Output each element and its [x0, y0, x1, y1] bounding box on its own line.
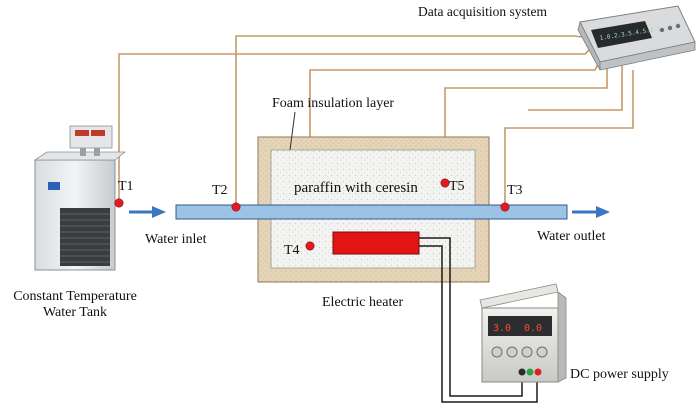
- sensor-t5: [440, 178, 450, 188]
- label-water-inlet: Water inlet: [145, 232, 207, 247]
- sensor-t2: [231, 202, 241, 212]
- label-t3: T3: [507, 183, 523, 198]
- heater-cables: [419, 237, 538, 403]
- wire-t3: [504, 70, 634, 207]
- psu-voltage-readout: 3.0: [493, 323, 511, 334]
- label-water-outlet: Water outlet: [537, 229, 606, 244]
- label-tank-line-1: Constant Temperature: [13, 289, 137, 304]
- label-t1: T1: [118, 179, 134, 194]
- sensor-t4: [305, 241, 315, 251]
- psu-current-readout: 0.0: [524, 323, 542, 334]
- water-pipe: [175, 204, 568, 220]
- label-dc-power-supply: DC power supply: [570, 367, 669, 382]
- sensor-t1: [114, 198, 124, 208]
- label-foam-insulation-layer: Foam insulation layer: [272, 96, 395, 111]
- dc-power-supply-device: 3.0 0.0: [479, 283, 567, 383]
- data-acquisition-device: 1.0.2.3.5.4.5.3.1: [577, 5, 696, 71]
- sensor-points: [114, 178, 510, 251]
- constant-temperature-water-tank: [33, 125, 127, 271]
- label-t4: T4: [284, 243, 300, 258]
- label-electric-heater: Electric heater: [322, 295, 404, 310]
- label-data-acquisition-system: Data acquisition system: [418, 4, 547, 19]
- wire-extra: [528, 66, 623, 111]
- label-tank-line-2: Water Tank: [42, 305, 108, 320]
- electric-heater: [332, 231, 420, 255]
- wire-t5: [444, 64, 608, 183]
- label-paraffin-with-ceresin: paraffin with ceresin: [294, 180, 418, 196]
- label-t5: T5: [449, 179, 465, 194]
- label-t2: T2: [212, 183, 228, 198]
- inlet-arrow: [129, 206, 166, 218]
- foam-pointer-line: [289, 111, 296, 151]
- sensor-t3: [500, 202, 510, 212]
- outlet-arrow: [572, 206, 610, 218]
